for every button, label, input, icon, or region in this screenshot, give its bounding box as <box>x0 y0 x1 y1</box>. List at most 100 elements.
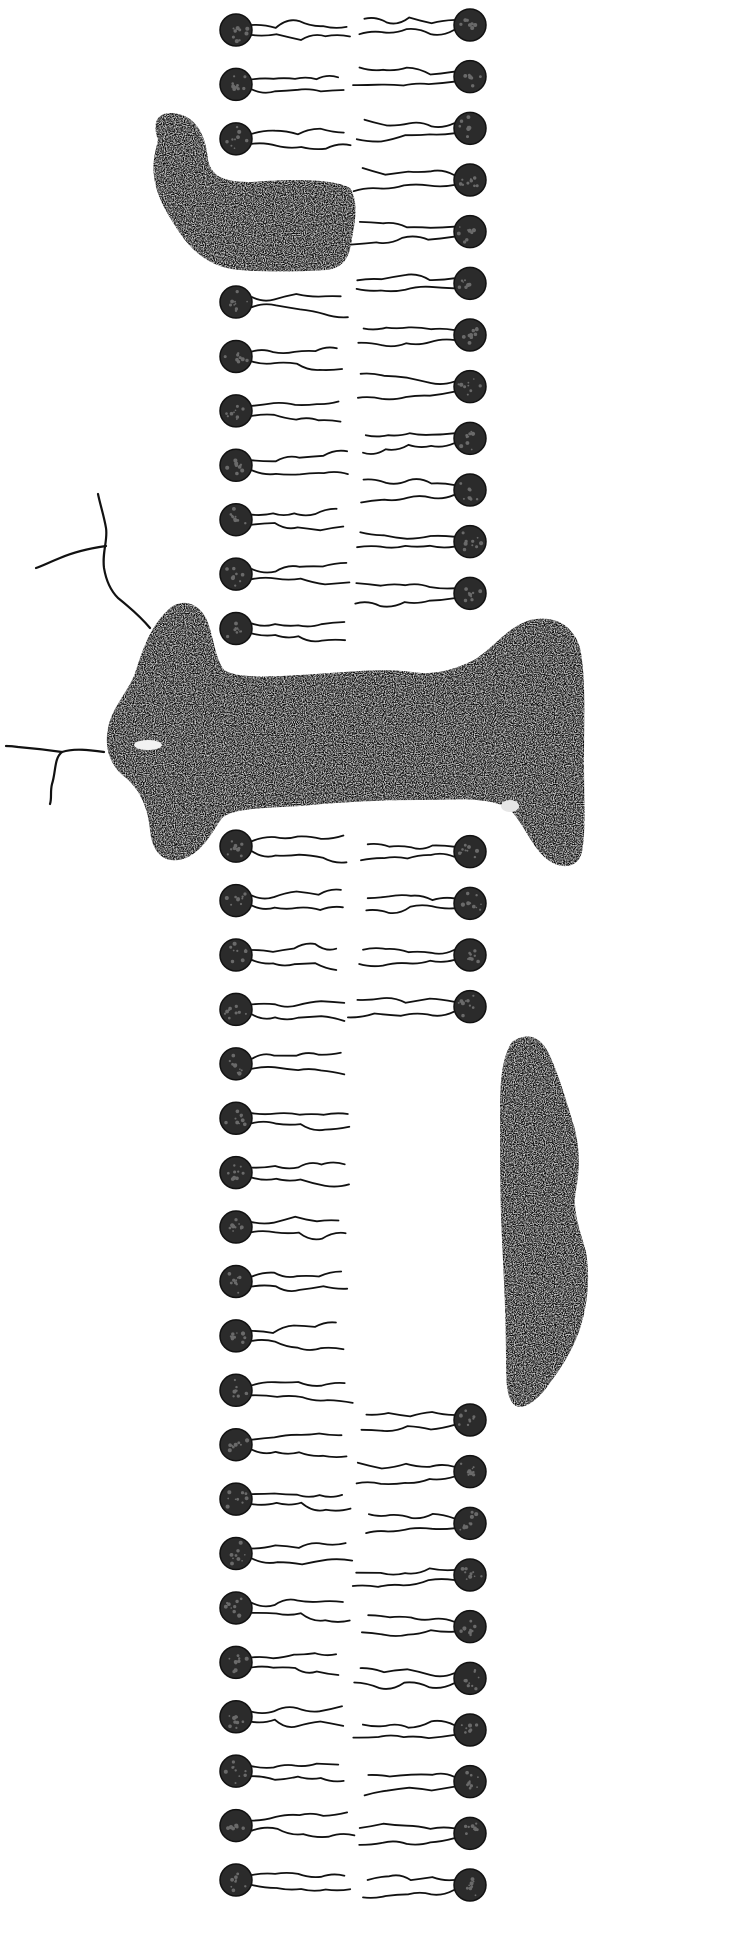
phospholipid-head <box>454 9 486 41</box>
lipid-tail <box>361 495 454 503</box>
lipid-tail <box>252 944 336 952</box>
phospholipid-head <box>454 1611 486 1643</box>
phospholipid-head <box>454 1766 486 1798</box>
lipid-tail <box>252 1720 343 1727</box>
phospholipid-head <box>454 939 486 971</box>
phospholipid-head <box>220 1320 252 1352</box>
lipid-tail <box>360 532 454 539</box>
transmembrane-protein <box>107 603 585 866</box>
phospholipid-head <box>220 1265 252 1297</box>
lipid-tail <box>252 1434 342 1440</box>
lipid-tail <box>252 1382 345 1386</box>
phospholipid-head <box>220 1701 252 1733</box>
lipid-tail <box>252 851 347 862</box>
lipid-tail <box>358 339 454 346</box>
phospholipid-head <box>220 504 252 536</box>
lipid-tail <box>252 1873 344 1877</box>
phospholipid-head <box>454 887 486 919</box>
lipid-tail <box>252 1776 344 1781</box>
lipid-tail <box>363 948 454 954</box>
lipid-tail <box>252 414 341 421</box>
lipid-tail <box>252 34 350 40</box>
lipid-tail <box>252 1450 347 1457</box>
lipid-tail <box>364 18 454 24</box>
lipid-tail <box>356 1568 454 1574</box>
lipid-tail <box>369 1514 454 1518</box>
phospholipid-head <box>220 14 252 46</box>
phospholipid-head <box>220 1211 252 1243</box>
phospholipid-head <box>220 1538 252 1570</box>
lipid-tail <box>362 1630 454 1636</box>
phospholipid-head <box>220 123 252 155</box>
phospholipid-head <box>220 1810 252 1842</box>
phospholipid-head <box>220 68 252 100</box>
lipid-tail <box>252 1600 343 1607</box>
lipid-tail <box>252 76 338 80</box>
lipid-tail <box>361 374 454 385</box>
lipid-tail <box>368 1774 454 1777</box>
lipid-tail <box>368 1875 454 1880</box>
lipid-tail <box>365 120 455 127</box>
phospholipid-head <box>220 1755 252 1787</box>
lipid-tail <box>252 578 349 585</box>
lipid-tails-layer <box>252 18 454 1898</box>
lipid-tail <box>252 836 343 842</box>
phospholipid-head <box>220 1102 252 1134</box>
phospholipid-head <box>454 319 486 351</box>
lipid-tail <box>363 443 454 454</box>
phospholipid-head <box>454 836 486 868</box>
phospholipid-head <box>454 371 486 403</box>
lipid-tail <box>252 1559 352 1565</box>
phospholipid-head <box>220 1429 252 1461</box>
lipid-tail <box>357 546 454 548</box>
lipid-tail <box>366 433 454 436</box>
lipid-tail <box>368 844 454 849</box>
lipid-tail <box>252 1162 345 1168</box>
phospholipid-head <box>454 164 486 196</box>
lipid-tail <box>353 82 454 86</box>
phospholipid-head <box>454 474 486 506</box>
lipid-tail <box>252 143 351 149</box>
lipid-tail <box>252 1543 346 1548</box>
lipid-tail <box>361 854 454 861</box>
lipid-tail <box>252 634 345 642</box>
lipid-tail <box>252 509 337 516</box>
lipid-tail <box>252 1653 336 1658</box>
phospholipid-head <box>454 1869 486 1901</box>
lipid-tail <box>252 1503 351 1511</box>
lipid-tail <box>252 1322 336 1333</box>
phospholipid-head <box>454 991 486 1023</box>
lipid-tail <box>357 287 454 292</box>
phospholipid-head <box>220 340 252 372</box>
lipid-tail <box>252 1113 348 1115</box>
lipid-tail <box>357 1477 454 1484</box>
lipid-tail <box>351 236 455 244</box>
lipid-tail <box>353 1735 454 1738</box>
lipid-tail <box>252 1067 344 1074</box>
lipid-tail <box>363 1721 454 1728</box>
carbohydrate-chain-upper <box>98 494 150 628</box>
lipid-tail <box>252 1053 341 1059</box>
protein-highlight <box>501 800 519 812</box>
lipid-tail <box>359 29 454 35</box>
phospholipid-head <box>454 422 486 454</box>
phospholipid-head <box>220 1646 252 1678</box>
phospholipid-head <box>454 112 486 144</box>
carbohydrate-branch <box>6 746 62 752</box>
lipid-tail <box>252 563 346 573</box>
phospholipid-head <box>454 61 486 93</box>
lipid-tail <box>252 304 348 317</box>
phospholipid-head <box>220 613 252 645</box>
phospholipid-head <box>220 939 252 971</box>
lipid-tail <box>361 1668 455 1676</box>
lipid-tail <box>364 327 454 330</box>
lipid-tail <box>360 222 454 228</box>
lipid-tail <box>366 905 454 913</box>
phospholipid-head <box>454 1817 486 1849</box>
phospholipid-head <box>454 1662 486 1694</box>
carbohydrate-branch <box>36 546 106 568</box>
phospholipid-head <box>220 993 252 1025</box>
phospholipid-head <box>220 1864 252 1896</box>
lipid-tail <box>364 479 455 485</box>
lipid-tail <box>252 1272 341 1278</box>
